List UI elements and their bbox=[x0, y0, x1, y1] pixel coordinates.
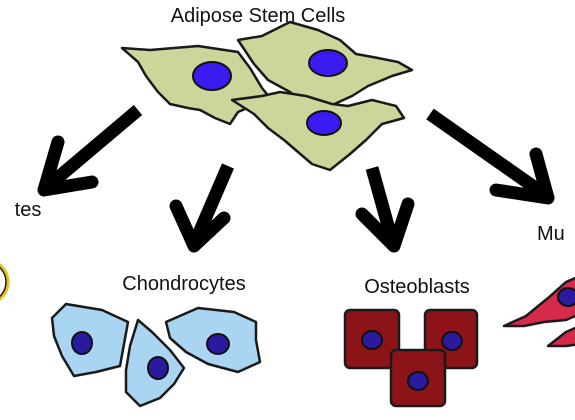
chondrocyte-cell-3-nucleus bbox=[206, 333, 230, 355]
arrow-to-osteoblasts bbox=[355, 166, 415, 253]
osteoblast-group bbox=[343, 308, 479, 408]
adipocyte-cell-partial bbox=[0, 263, 10, 301]
osteoblast-cell-1-nucleus bbox=[361, 330, 383, 350]
myocyte-cell-1-nucleus bbox=[557, 287, 575, 307]
arrow-to-myocytes bbox=[426, 108, 555, 205]
chondrocytes-label: Chondrocytes bbox=[122, 273, 245, 295]
adipocytes-label-partial: tes bbox=[15, 199, 42, 221]
chondrocyte-group bbox=[50, 302, 262, 408]
myocyte-cell-2 bbox=[546, 326, 575, 348]
stem-cell-left-nucleus bbox=[192, 61, 232, 91]
myocyte-group-partial bbox=[502, 276, 575, 348]
chondrocyte-cell-1-nucleus bbox=[71, 331, 93, 355]
osteoblasts-label: Osteoblasts bbox=[364, 276, 470, 298]
osteoblast-cell-3-nucleus bbox=[407, 371, 429, 391]
stem-cell-right-nucleus bbox=[308, 49, 348, 77]
stem-cell-cluster bbox=[120, 20, 414, 172]
myocytes-label-partial: Mu bbox=[537, 223, 565, 245]
myocyte-cell-1 bbox=[502, 276, 575, 328]
stem-cell-bottom-nucleus bbox=[306, 110, 342, 136]
adipose-stem-cells-label: Adipose Stem Cells bbox=[171, 5, 346, 27]
arrow-to-chondrocytes bbox=[169, 163, 234, 253]
chondrocyte-cell-2-nucleus bbox=[147, 356, 169, 380]
osteoblast-cell-2-nucleus bbox=[441, 331, 463, 351]
arrow-to-adipocytes bbox=[37, 105, 143, 197]
